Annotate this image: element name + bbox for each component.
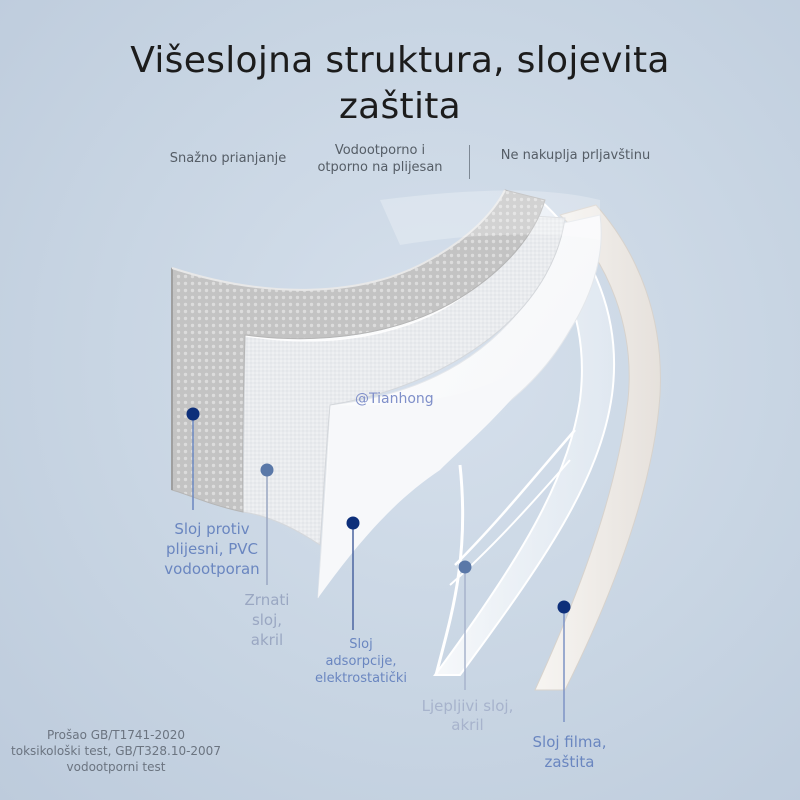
layer-label-line: zaštita: [544, 753, 595, 771]
title-line-2: zaštita: [338, 86, 462, 127]
adhesive-layer-shape: [433, 198, 616, 676]
marker-dot-2: [260, 463, 274, 477]
layer-label-line: vodootporan: [164, 560, 260, 578]
layer-label-pvc: Sloj protiv plijesni, PVC vodootporan: [137, 519, 287, 579]
layer-label-adhesive: Ljepljivi sloj, akril: [400, 697, 535, 735]
layer-label-granular: Zrnati sloj, akril: [222, 590, 312, 650]
layer-label-line: Ljepljivi sloj,: [421, 697, 514, 715]
certification-line: toksikološki test, GB/T328.10-2007: [11, 744, 221, 758]
watermark: @Tianhong: [355, 391, 434, 407]
adhesive-layer-line: [454, 429, 576, 566]
layer-label-line: Sloj filma,: [532, 733, 607, 751]
adsorption-layer-face: [318, 340, 555, 598]
layer-label-line: akril: [250, 631, 284, 649]
marker-dot-4: [458, 560, 472, 574]
feature-divider: [469, 145, 470, 179]
feature-no-dirt: Ne nakuplja prljavštinu: [488, 147, 663, 164]
feature-text-line-2: otporno na plijesan: [317, 160, 443, 175]
layer-label-line: akril: [451, 716, 484, 734]
pvc-layer-top: [171, 189, 506, 291]
marker-dot-3: [346, 516, 360, 530]
layer-label-line: adsorpcije,: [325, 654, 397, 669]
page-title: Višeslojna struktura, slojevita zaštita: [0, 38, 800, 130]
marker-dot-5: [557, 600, 571, 614]
haze: [380, 190, 600, 245]
layer-label-adsorption: Sloj adsorpcije, elektrostatički: [300, 636, 422, 687]
certification-line: Prošao GB/T1741-2020: [46, 728, 186, 742]
layer-label-line: Zrnati: [244, 591, 290, 609]
marker-dot-1: [186, 407, 200, 421]
feature-strong-adhesion: Snažno prianjanje: [158, 150, 298, 167]
feature-waterproof-mold: Vodootporno i otporno na plijesan: [305, 142, 455, 176]
film-layer-shape: [534, 204, 661, 691]
feature-text-line-1: Vodootporno i: [334, 143, 426, 158]
layer-label-line: plijesni, PVC: [165, 540, 259, 558]
layer-label-line: sloj,: [251, 611, 283, 629]
layer-label-film: Sloj filma, zaštita: [507, 732, 632, 772]
feature-text: Snažno prianjanje: [169, 151, 287, 166]
adhesive-layer-edge: [434, 464, 465, 676]
feature-text: Ne nakuplja prljavštinu: [500, 148, 651, 163]
layer-label-line: Sloj protiv: [174, 520, 250, 538]
title-line-1: Višeslojna struktura, slojevita: [130, 40, 670, 81]
certification-note: Prošao GB/T1741-2020 toksikološki test, …: [0, 727, 232, 775]
layer-label-line: Sloj: [349, 637, 373, 652]
layer-label-line: elektrostatički: [314, 671, 408, 686]
certification-line: vodootporni test: [66, 760, 166, 774]
